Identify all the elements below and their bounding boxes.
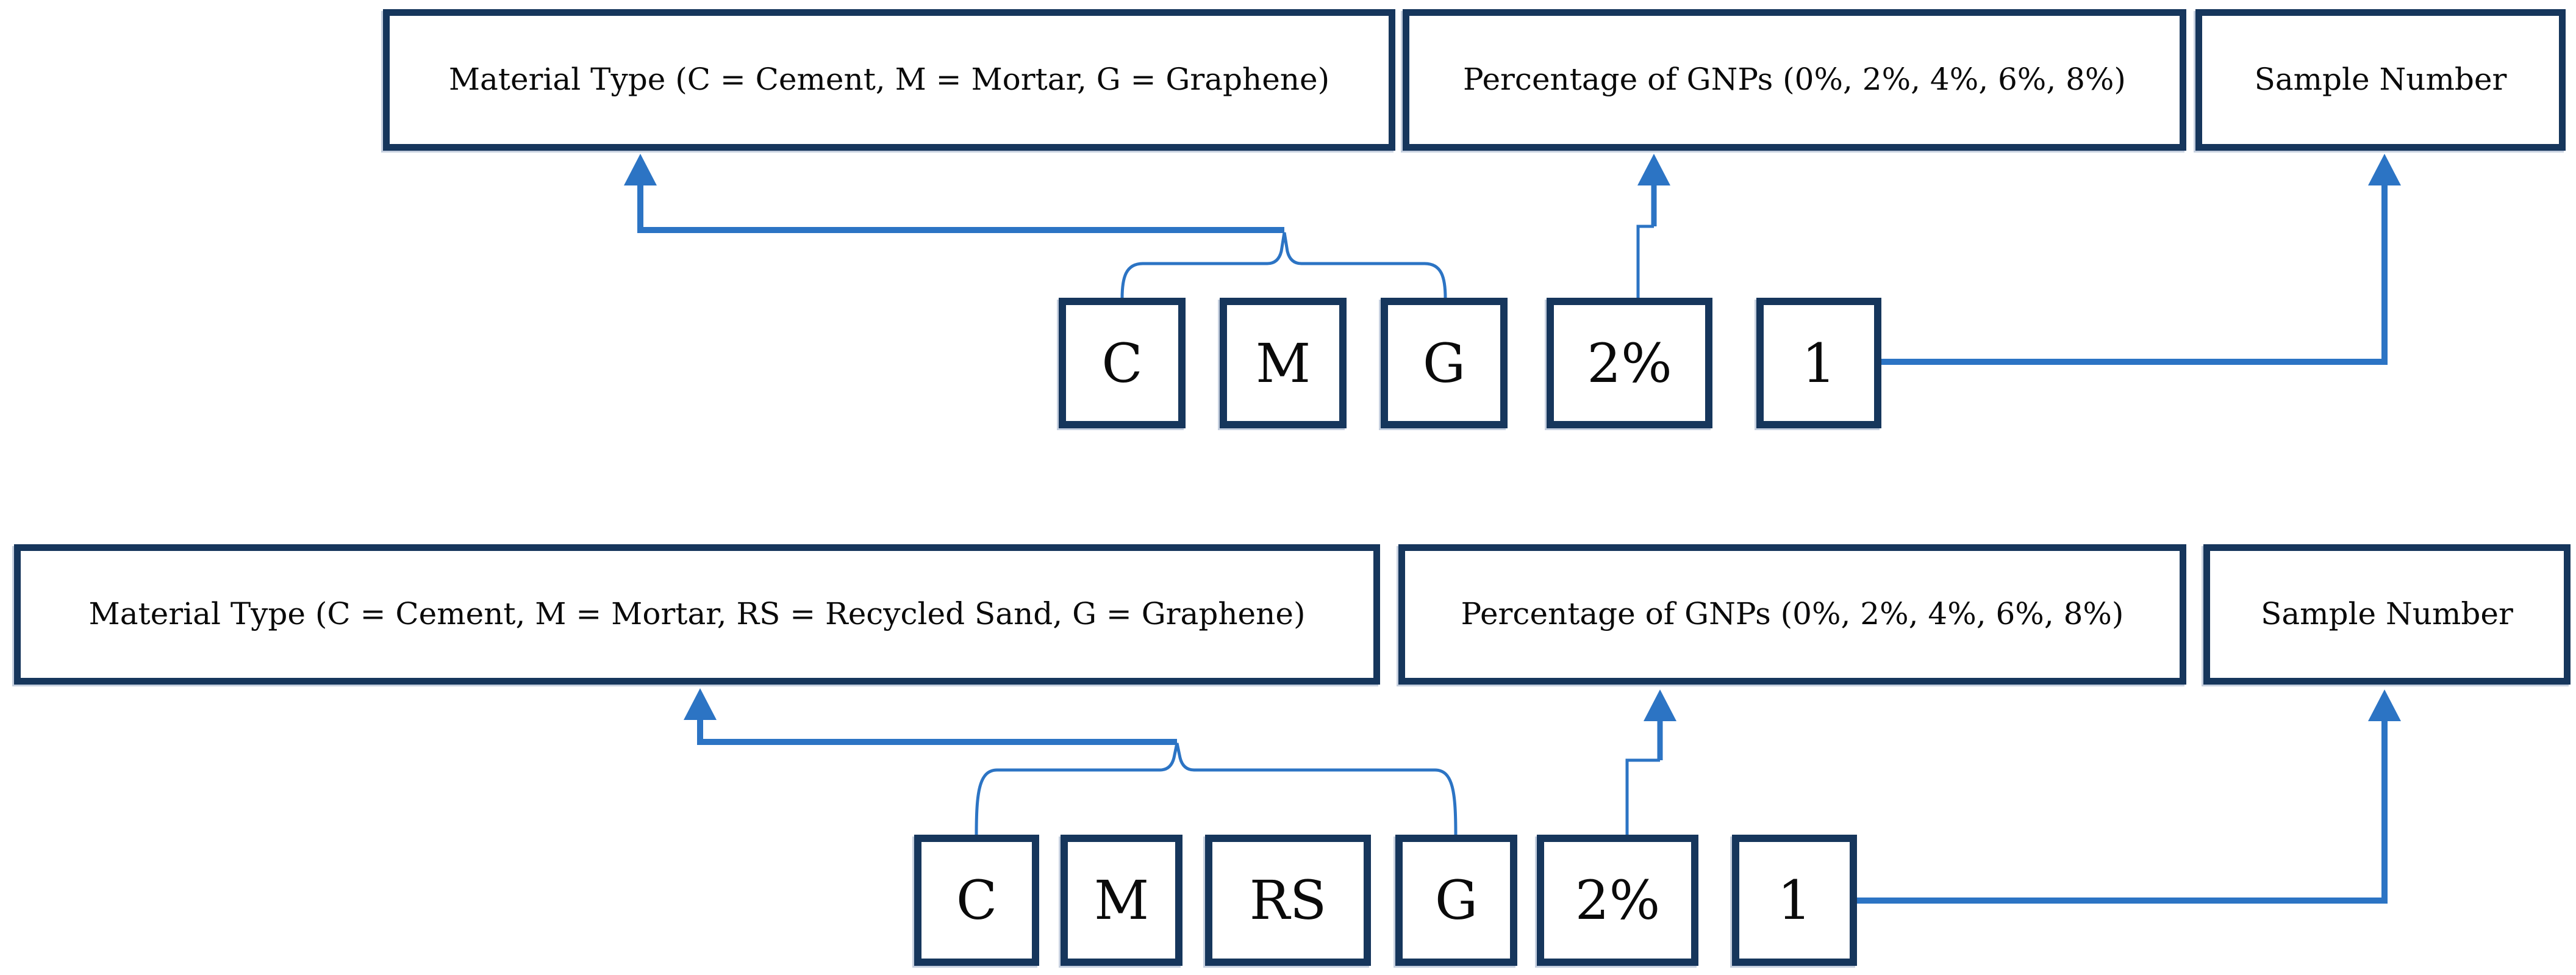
- material-type-label: Material Type (C = Cement, M = Mortar, G…: [448, 62, 1330, 98]
- bottom-material-brace: [975, 743, 1458, 836]
- code-label-percent: 2%: [1587, 331, 1672, 395]
- gnp-percentage-label: Percentage of GNPs (0%, 2%, 4%, 6%, 8%): [1463, 62, 2126, 98]
- bottom-material-type-up-arrow-icon: [684, 688, 717, 720]
- code-label-c: C: [1101, 331, 1143, 395]
- bottom-sample-number-up-arrow-icon: [2368, 689, 2401, 721]
- gnp-percentage-label: Percentage of GNPs (0%, 2%, 4%, 6%, 8%): [1461, 596, 2124, 632]
- code-box-rs: RS: [1205, 835, 1371, 966]
- sample-number-box: Sample Number: [2203, 544, 2571, 685]
- material-type-box: Material Type (C = Cement, M = Mortar, G…: [383, 9, 1395, 151]
- top-gnp-line: [1636, 225, 1654, 298]
- code-label-number: 1: [1777, 869, 1812, 932]
- code-box-g: G: [1381, 298, 1508, 428]
- top-sample-number-up-arrow-icon: [2368, 154, 2401, 185]
- code-box-number: 1: [1756, 298, 1881, 428]
- bottom-gnp-up-arrow-icon: [1644, 689, 1676, 721]
- code-box-c: C: [1059, 298, 1186, 428]
- material-type-box: Material Type (C = Cement, M = Mortar, R…: [14, 544, 1380, 685]
- top-material-type-connector: [637, 183, 1284, 233]
- code-box-m: M: [1061, 835, 1182, 966]
- code-label-m: M: [1093, 869, 1150, 932]
- code-label-rs: RS: [1249, 869, 1327, 932]
- gnp-percentage-box: Percentage of GNPs (0%, 2%, 4%, 6%, 8%): [1398, 544, 2186, 685]
- gnp-percentage-box: Percentage of GNPs (0%, 2%, 4%, 6%, 8%): [1403, 9, 2186, 151]
- code-box-g: G: [1395, 835, 1517, 966]
- sample-number-label: Sample Number: [2261, 596, 2513, 632]
- bottom-sample-number-connector: [1857, 721, 2388, 904]
- bottom-gnp-line: [1625, 758, 1660, 835]
- code-box-percent: 2%: [1547, 298, 1712, 428]
- code-box-m: M: [1220, 298, 1347, 428]
- sample-number-label: Sample Number: [2254, 62, 2507, 98]
- bottom-material-type-connector: [697, 718, 1177, 745]
- material-type-label: Material Type (C = Cement, M = Mortar, R…: [88, 596, 1306, 632]
- top-material-brace: [1120, 232, 1447, 299]
- code-label-m: M: [1255, 331, 1311, 395]
- code-label-g: G: [1422, 331, 1466, 395]
- sample-number-box: Sample Number: [2195, 9, 2566, 151]
- code-box-number: 1: [1732, 835, 1857, 966]
- code-label-number: 1: [1801, 331, 1836, 395]
- code-label-c: C: [956, 869, 998, 932]
- code-box-c: C: [914, 835, 1039, 966]
- top-sample-number-connector: [1881, 185, 2388, 365]
- code-box-percent: 2%: [1537, 835, 1698, 966]
- code-label-g: G: [1434, 869, 1478, 932]
- code-label-percent: 2%: [1575, 869, 1661, 932]
- top-material-type-up-arrow-icon: [624, 154, 657, 185]
- top-gnp-up-arrow-icon: [1637, 154, 1670, 185]
